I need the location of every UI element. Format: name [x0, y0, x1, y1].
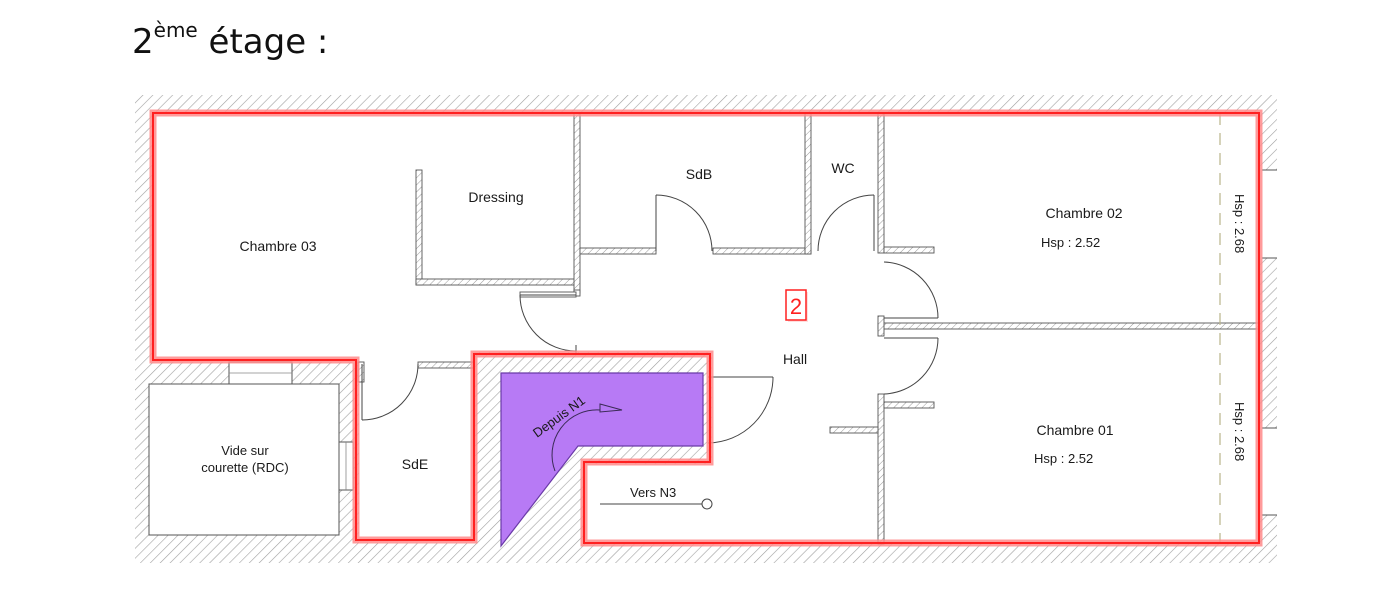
ceiling-height-chambre02: Hsp : 2.52 — [1041, 235, 1100, 250]
stair — [500, 372, 704, 548]
stair-to-label: Vers N3 — [630, 485, 676, 500]
habitable-outline — [149, 109, 1263, 547]
room-label-chambre02: Chambre 02 — [1045, 205, 1122, 221]
page-title: 2ème étage : — [132, 18, 328, 62]
room-label-wc: WC — [831, 160, 854, 176]
partitions — [357, 112, 1260, 545]
ceiling-height-chambre01: Hsp : 2.52 — [1034, 451, 1093, 466]
room-label-dressing: Dressing — [468, 189, 523, 205]
room-label-sdb: SdB — [686, 166, 712, 182]
title-number: 2 — [132, 22, 154, 62]
ceiling-height-chambre02-side: Hsp : 2.68 — [1232, 194, 1247, 253]
room-label-sde: SdE — [402, 456, 428, 472]
level-marker — [785, 289, 808, 322]
room-label-vide-line1: Vide sur — [221, 443, 269, 458]
ceiling-height-chambre01-side: Hsp : 2.68 — [1232, 402, 1247, 461]
level-marker-number: 2 — [790, 294, 802, 319]
stair-up-indicator — [600, 498, 713, 510]
right-windows — [1262, 169, 1277, 516]
room-label-hall: Hall — [783, 351, 807, 367]
title-superscript: ème — [153, 18, 198, 42]
room-label-chambre01: Chambre 01 — [1036, 422, 1113, 438]
doors — [361, 194, 939, 444]
title-text: étage : — [197, 22, 329, 62]
room-label-vide-line2: courette (RDC) — [201, 460, 288, 475]
room-label-chambre03: Chambre 03 — [239, 238, 316, 254]
